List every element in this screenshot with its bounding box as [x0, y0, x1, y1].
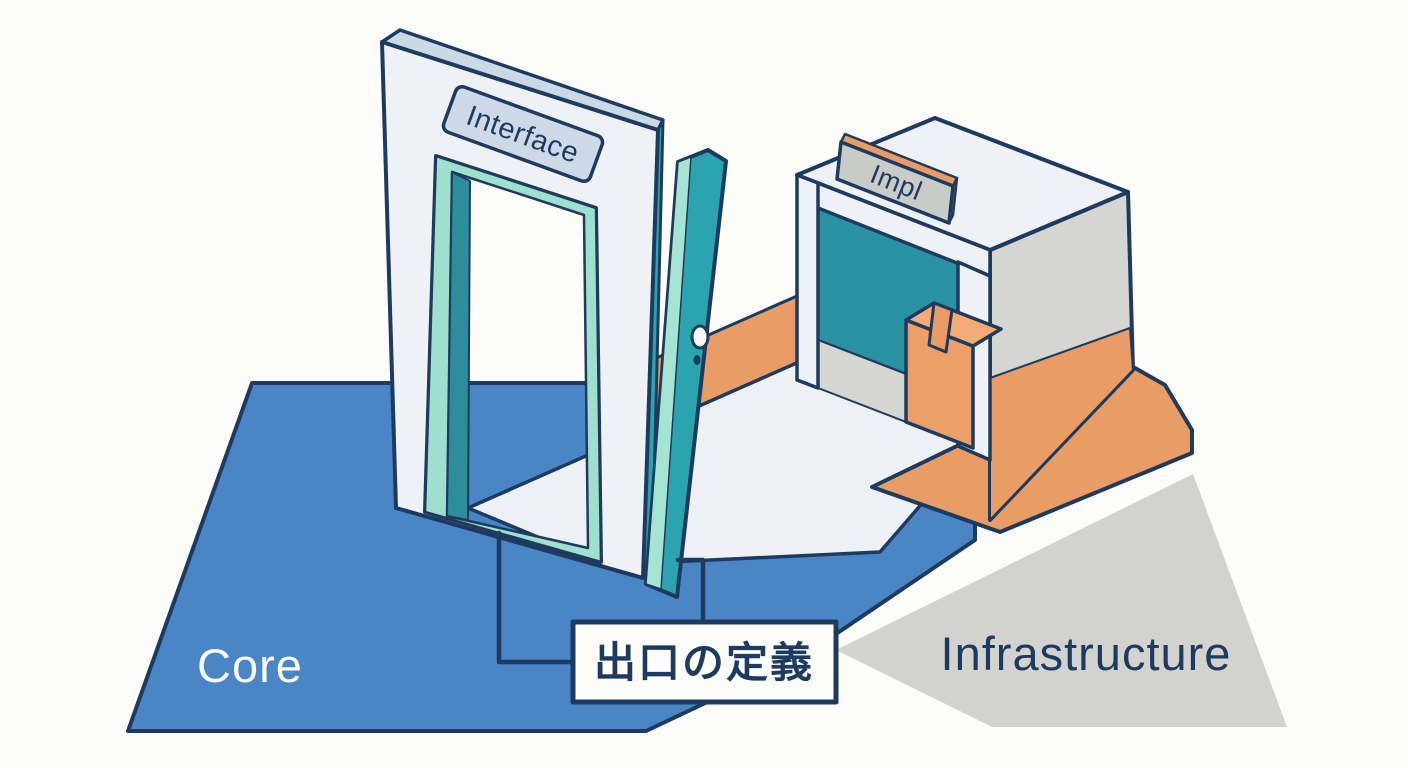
box-flap [927, 301, 954, 354]
exit-definition-text: 出口の定義 [594, 639, 814, 686]
door-frame-dark-reveal [446, 171, 471, 521]
building-left-post [795, 173, 820, 390]
connector-right [675, 557, 706, 627]
interface-plaque-shape [441, 85, 605, 183]
exit-definition-box [570, 619, 839, 705]
door-panel [644, 148, 728, 599]
cardboard-box [904, 301, 1003, 450]
connector-left [496, 530, 578, 665]
door-panel-edge [645, 156, 692, 590]
exit-definition-label: 出口の定義 [570, 619, 839, 705]
building-right-wall-orange-band [989, 327, 1134, 521]
box-top-face [904, 301, 1003, 348]
door-keyhole-icon [693, 355, 701, 365]
impl-building: Impl [795, 116, 1135, 522]
infrastructure-label: Infrastructure [941, 627, 1232, 680]
infrastructure-floor [836, 474, 1287, 727]
core-label: Core [197, 639, 303, 692]
impl-plaque-face [835, 140, 955, 225]
door-knob [690, 324, 710, 350]
